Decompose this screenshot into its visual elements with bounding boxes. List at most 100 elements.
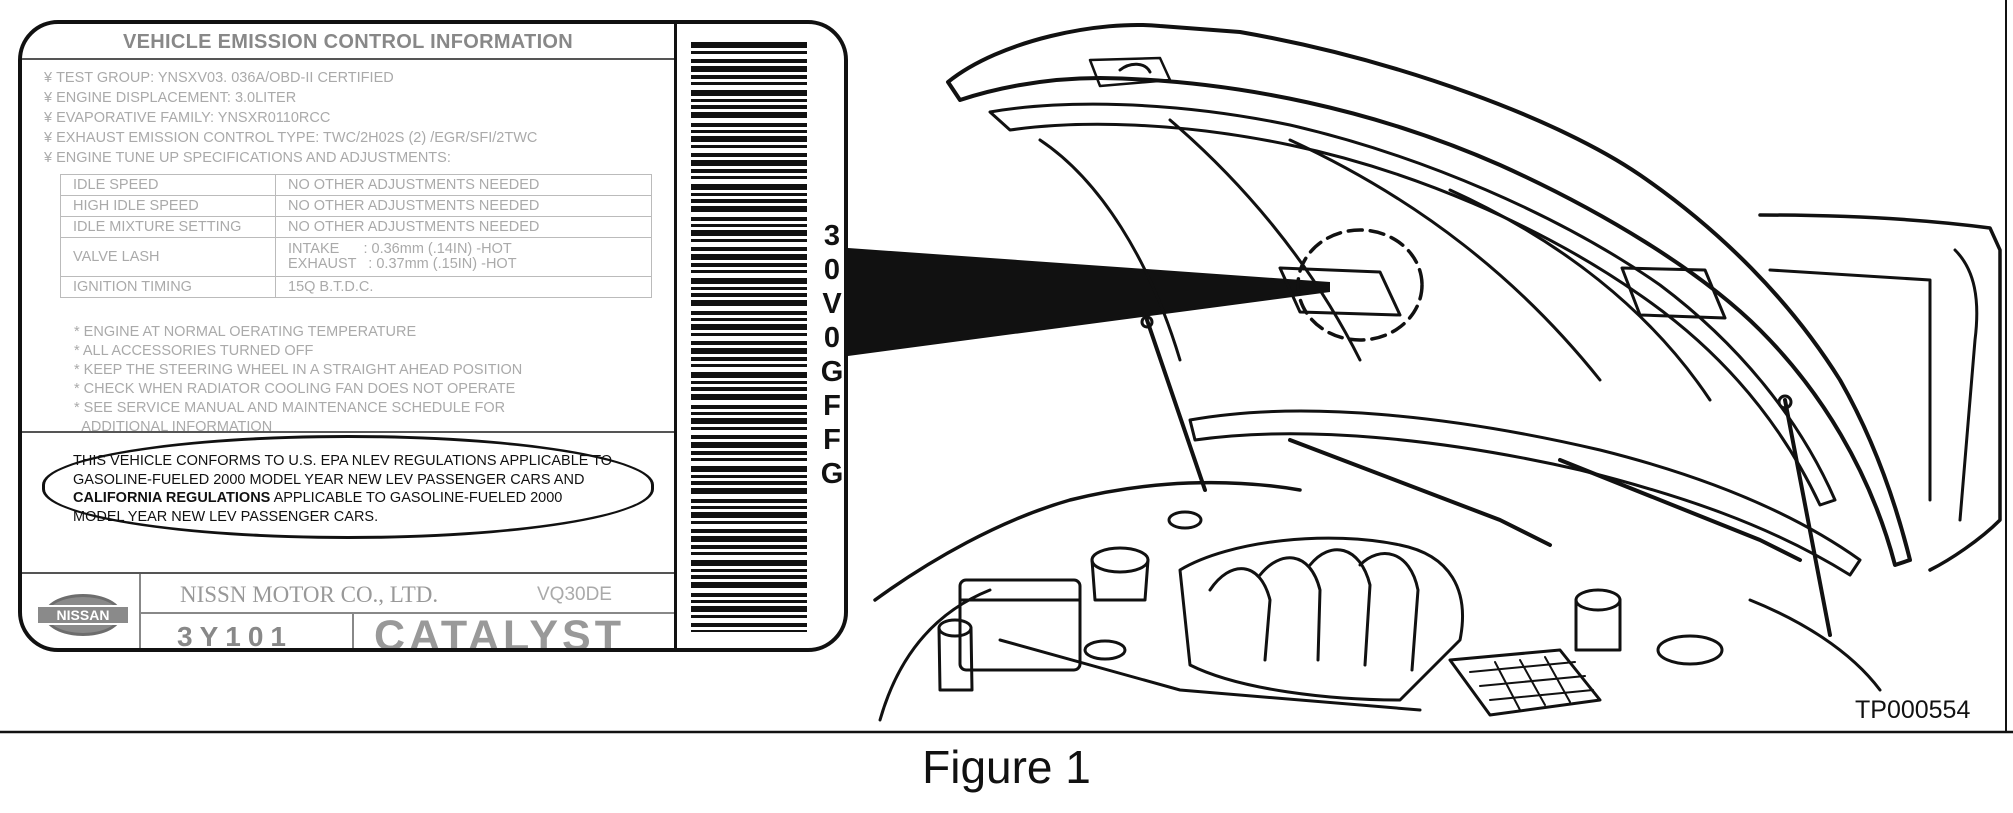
- a-pillar: [1953, 248, 1979, 522]
- barcode-stripe: [691, 341, 807, 345]
- barcode-char: F: [823, 424, 841, 456]
- barcode-stripe: [691, 90, 807, 96]
- figure-caption: Figure 1: [922, 741, 1091, 793]
- barcode-stripe: [691, 381, 807, 384]
- label-info-panel: VEHICLE EMISSION CONTROL INFORMATION ¥TE…: [22, 24, 677, 648]
- barcode-stripe: [691, 545, 807, 549]
- barcode-stripe: [691, 66, 807, 72]
- conformity-statement: THIS VEHICLE CONFORMS TO U.S. EPA NLEV R…: [42, 435, 654, 539]
- conformity-text: APPLICABLE TO GASOLINE-FUELED 2000: [270, 490, 563, 506]
- barcode-stripe: [691, 123, 807, 127]
- valve-lash-exhaust: EXHAUST : 0.37mm (.15IN) -HOT: [288, 256, 517, 272]
- barcode-stripe: [691, 270, 807, 273]
- table-row: VALVE LASH INTAKE : 0.36mm (.14IN) -HOT …: [60, 237, 652, 277]
- table-cell-item: HIGH IDLE SPEED: [60, 195, 276, 217]
- barcode-stripe: [691, 442, 807, 448]
- note-line: * SEE SERVICE MANUAL AND MAINTENANCE SCH…: [74, 400, 506, 416]
- barcode-stripe: [691, 160, 807, 166]
- barcode-stripe: [691, 153, 807, 157]
- battery-grid: [1469, 656, 1594, 711]
- conformity-line: MODEL YEAR NEW LEV PASSENGER CARS.: [73, 508, 379, 525]
- barcode-stripe: [691, 405, 807, 409]
- barcode-stripe: [691, 435, 807, 439]
- barcode-char: 3: [823, 220, 841, 252]
- barcode-stripe: [691, 136, 807, 142]
- fluid-reservoir: [1090, 558, 1150, 602]
- barcode-stripe: [691, 230, 807, 236]
- barcode-stripe: [691, 59, 807, 63]
- front-bumper-left: [878, 588, 992, 722]
- label-divider: [140, 612, 674, 614]
- spec-evap-family: ¥EVAPORATIVE FAMILY: YNSXR0110RCC: [44, 110, 331, 126]
- note-line: * KEEP THE STEERING WHEEL IN A STRAIGHT …: [74, 362, 523, 378]
- windshield-inner: [1768, 268, 1932, 502]
- label-location-circle: [1296, 228, 1424, 342]
- barcode-stripe: [691, 105, 807, 109]
- hood-outline: [946, 22, 1912, 567]
- table-cell-item: IGNITION TIMING: [60, 276, 276, 298]
- catalyst-text: CATALYST: [374, 612, 625, 652]
- barcode-stripe: [691, 287, 807, 290]
- radiator-support: [998, 638, 1422, 712]
- conformity-line: CALIFORNIA REGULATIONS APPLICABLE TO GAS…: [73, 489, 639, 508]
- table-cell-value: 15Q B.T.D.C.: [275, 276, 652, 298]
- valve-lash-intake: INTAKE : 0.36mm (.14IN) -HOT: [288, 241, 512, 257]
- intake-runner-2: [1258, 556, 1322, 662]
- air-filter-box: [958, 578, 1082, 672]
- barcode-stripe: [691, 300, 807, 306]
- spec-exhaust-type: ¥EXHAUST EMISSION CONTROL TYPE: TWC/2H02…: [44, 130, 538, 146]
- barcode-stripe: [691, 254, 807, 260]
- barcode-stripe: [691, 600, 807, 603]
- barcode-char: G: [820, 356, 844, 388]
- conformity-line: THIS VEHICLE CONFORMS TO U.S. EPA NLEV R…: [73, 453, 613, 469]
- barcode-stripe: [691, 112, 807, 118]
- callout-pointer: [848, 248, 1330, 356]
- hood-label-plate-2: [1620, 266, 1727, 320]
- barcode-stripe: [691, 552, 807, 555]
- engine-model: VQ30DE: [537, 584, 612, 605]
- conformity-bold-text: CALIFORNIA REGULATIONS: [73, 490, 271, 506]
- barcode-stripe: [691, 481, 807, 485]
- barcode-stripe: [691, 506, 807, 509]
- figure-code: TP000554: [1855, 696, 1971, 724]
- intake-runner-1: [1208, 567, 1272, 662]
- barcode-stripe: [691, 512, 807, 518]
- barcode-stripe: [691, 199, 807, 203]
- barcode-stripe: [691, 206, 807, 212]
- table-cell-item: VALVE LASH: [60, 237, 276, 277]
- barcode-stripe: [691, 145, 807, 148]
- barcode-stripe: [691, 239, 807, 242]
- wiper-arm-left: [1288, 438, 1552, 547]
- hood-latch: [1088, 56, 1172, 88]
- barcode-stripe: [691, 51, 807, 54]
- washer-reservoir: [937, 626, 974, 692]
- tune-up-spec-table: IDLE SPEED NO OTHER ADJUSTMENTS NEEDED H…: [60, 174, 652, 298]
- barcode-stripe: [691, 99, 807, 102]
- table-cell-item: IDLE SPEED: [60, 174, 276, 196]
- hood-strut-right: [1783, 398, 1832, 637]
- barcode-stripe: [691, 263, 807, 267]
- barcode-stripe: [691, 560, 807, 566]
- barcode: [691, 42, 807, 632]
- label-divider: [352, 614, 354, 648]
- strut-mount-right: [1777, 394, 1793, 410]
- hood-label-plate: [1278, 266, 1402, 317]
- barcode-stripe: [691, 42, 807, 48]
- barcode-stripe: [691, 488, 807, 494]
- brake-reservoir-cap: [1574, 588, 1622, 612]
- note-line: * ENGINE AT NORMAL OERATING TEMPERATURE: [74, 324, 417, 340]
- barcode-stripe: [691, 75, 807, 79]
- note-line: * CHECK WHEN RADIATOR COOLING FAN DOES N…: [74, 381, 516, 397]
- barcode-char: G: [820, 458, 844, 490]
- brake-reservoir: [1574, 598, 1622, 652]
- barcode-stripe: [691, 606, 807, 612]
- barcode-stripe: [691, 348, 807, 354]
- spec-tune-up: ¥ENGINE TUNE UP SPECIFICATIONS AND ADJUS…: [44, 150, 451, 166]
- battery: [1448, 648, 1602, 717]
- conformity-line: GASOLINE-FUELED 2000 MODEL YEAR NEW LEV …: [73, 471, 585, 488]
- table-row: IGNITION TIMING 15Q B.T.D.C.: [60, 276, 652, 298]
- table-cell-value: NO OTHER ADJUSTMENTS NEEDED: [275, 216, 652, 238]
- strut-mount-left: [1140, 315, 1154, 329]
- hood-inner-panel: [988, 102, 1837, 507]
